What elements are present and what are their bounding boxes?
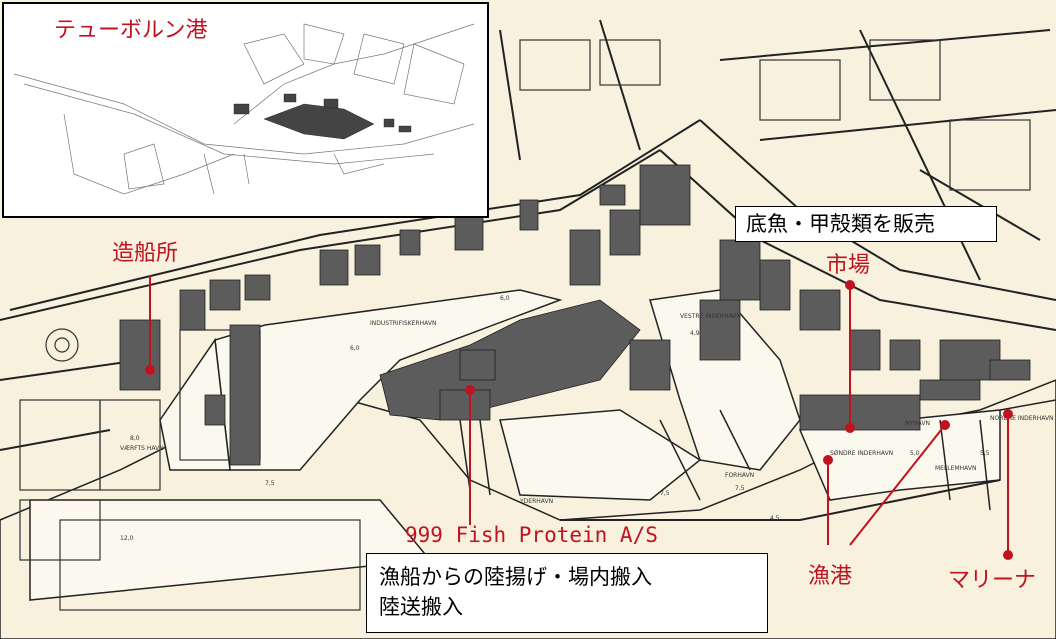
depth: 7,5 [265, 480, 275, 487]
map-label-mellemhavn: MELLEMHAVN [935, 465, 976, 472]
inset-overview-map: テューボルン港 [2, 2, 489, 218]
map-label-nordre: NORDRE INDERHAVN [990, 415, 1054, 422]
map-label-forhavn: FORHAVN [725, 472, 754, 479]
depth: 7,5 [660, 490, 670, 497]
shipyard-label: 造船所 [112, 241, 179, 266]
depth: 4,5 [770, 515, 780, 522]
depth: 6,0 [500, 295, 510, 302]
map-label-nyhavn: NYHAVN [905, 420, 930, 427]
map-label-vestre: VESTRE INDERHAVN [680, 313, 741, 320]
map-label-sondre: SØNDRE INDERHAVN [830, 450, 893, 457]
marina-label: マリーナ [948, 568, 1037, 593]
depth: 4,9 [690, 330, 700, 337]
west-basin [159, 337, 231, 471]
depth: 8,0 [130, 435, 140, 442]
landing-text-line2: 陸送搬入 [379, 595, 463, 619]
demersal-sales-text: 底魚・甲殻類を販売 [746, 212, 935, 236]
buildings [119, 164, 1031, 466]
map-label-yderhavn: YDERHAVN [519, 498, 553, 505]
depth: 5,0 [910, 450, 920, 457]
leader-lines [145, 275, 1013, 560]
inset-map-drawing [13, 23, 475, 195]
fish-protein-label: 999 Fish Protein A/S [405, 523, 658, 547]
depth: 7,5 [735, 485, 745, 492]
depth: 12,0 [120, 535, 134, 542]
map-text: INDUSTRIFISKERHAVN VESTRE INDERHAVN YDER… [120, 295, 1054, 542]
market-label: 市場 [826, 253, 871, 278]
fishing-port-label: 漁港 [808, 564, 853, 589]
piers [459, 399, 1056, 511]
inset-title: テューボルン港 [54, 18, 208, 43]
map-label-industri: INDUSTRIFISKERHAVN [370, 320, 436, 327]
depth: 6,0 [350, 345, 360, 352]
landing-text-line1: 漁船からの陸揚げ・場内搬入 [379, 565, 652, 589]
depth: 5,5 [980, 450, 990, 457]
landing-info-box: 漁船からの陸揚げ・場内搬入 陸送搬入 [366, 553, 768, 633]
fore-basin [499, 409, 702, 501]
map-label-vaerfts: VÆRFTS HAVN [120, 445, 164, 452]
demersal-sales-box: 底魚・甲殻類を販売 [735, 206, 997, 242]
